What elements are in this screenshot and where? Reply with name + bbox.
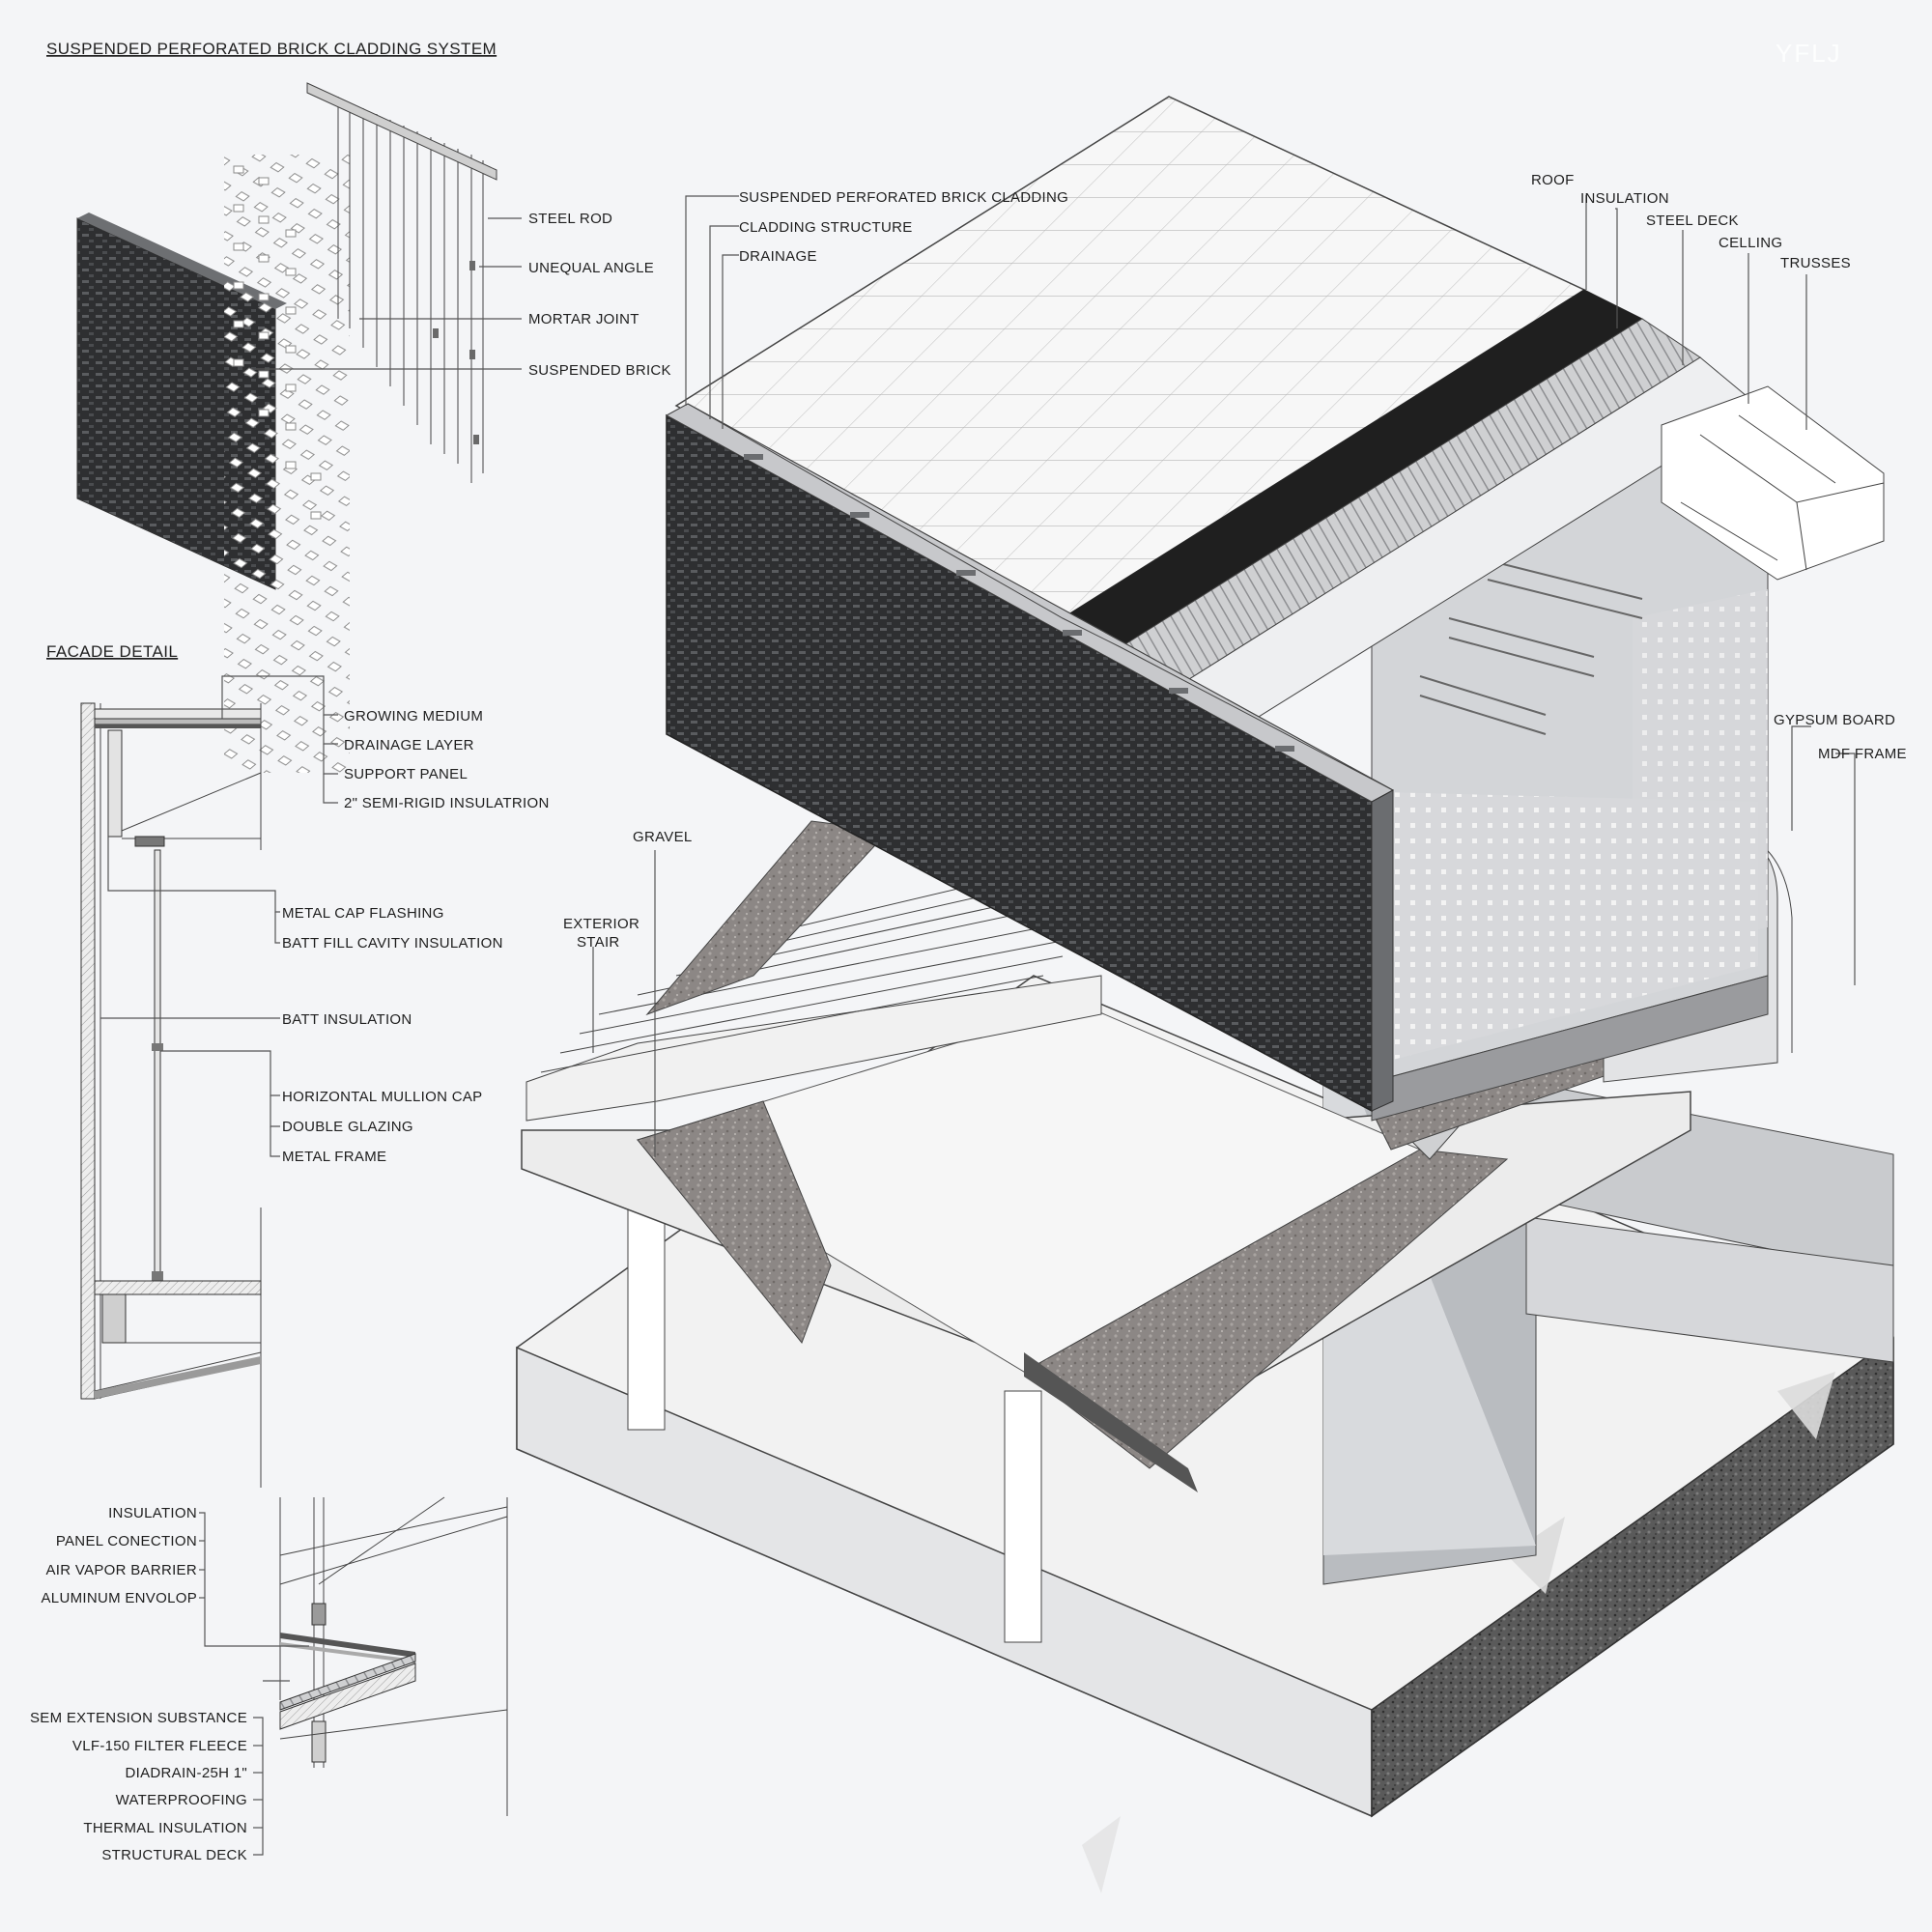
label-cladding-structure: CLADDING STRUCTURE xyxy=(739,219,913,236)
facade-floor-slab xyxy=(94,1280,262,1295)
column-mid xyxy=(1004,1390,1042,1643)
label-mortar-joint: MORTAR JOINT xyxy=(528,311,639,327)
label-growing-medium: GROWING MEDIUM xyxy=(344,708,483,724)
angle-clips xyxy=(433,261,479,444)
label-unequal-angle: UNEQUAL ANGLE xyxy=(528,260,654,276)
axonometric-model: SUSPENDED PERFORATED BRICK CLADDING CLAD… xyxy=(516,96,1907,1893)
label-sem-extension-substance: SEM EXTENSION SUBSTANCE xyxy=(30,1710,247,1726)
label-support-panel: SUPPORT PANEL xyxy=(344,766,468,782)
label-metal-cap-flashing: METAL CAP FLASHING xyxy=(282,905,444,922)
label-structural-deck: STRUCTURAL DECK xyxy=(101,1847,247,1863)
label-aluminum-envolop: ALUMINUM ENVOLOP xyxy=(42,1590,198,1606)
label-roof-insulation: INSULATION xyxy=(108,1505,197,1521)
label-trusses: TRUSSES xyxy=(1780,255,1851,271)
label-double-glazing: DOUBLE GLAZING xyxy=(282,1119,413,1135)
label-stair: STAIR xyxy=(577,934,620,951)
label-roof: ROOF xyxy=(1531,172,1575,188)
cladding-system-diagram: SUSPENDED PERFORATED BRICK CLADDING SYST… xyxy=(46,40,671,773)
label-batt-fill-cavity-insulation: BATT FILL CAVITY INSULATION xyxy=(282,935,503,952)
label-gravel: GRAVEL xyxy=(633,829,693,845)
label-thermal-insulation: THERMAL INSULATION xyxy=(83,1820,247,1836)
exploded-brick-rows xyxy=(233,165,322,520)
label-horizontal-mullion-cap: HORIZONTAL MULLION CAP xyxy=(282,1089,482,1105)
label-air-vapor-barrier: AIR VAPOR BARRIER xyxy=(45,1562,197,1578)
facade-detail-title: FACADE DETAIL xyxy=(46,642,178,661)
label-batt-insulation: BATT INSULATION xyxy=(282,1011,412,1028)
label-panel-conection: PANEL CONECTION xyxy=(56,1533,197,1549)
label-steel-rod: STEEL ROD xyxy=(528,211,612,227)
roof-trusses xyxy=(1661,385,1885,581)
label-semi-rigid-insulation: 2" SEMI-RIGID INSULATRION xyxy=(344,795,550,811)
roof-detail-diagram: INSULATION PANEL CONECTION AIR VAPOR BAR… xyxy=(30,1496,508,1863)
exterior-stair xyxy=(526,975,1102,1122)
facade-brick-column xyxy=(80,702,96,1400)
label-diadrain: DIADRAIN-25H 1" xyxy=(125,1765,247,1781)
gravel-right xyxy=(1023,1149,1509,1469)
label-roof-insulation-layer: INSULATION xyxy=(1580,190,1669,207)
top-angle-bar xyxy=(306,82,497,181)
roof-detail-leaders xyxy=(199,1512,309,1856)
label-drainage: DRAINAGE xyxy=(739,248,817,265)
label-suspended-brick: SUSPENDED BRICK xyxy=(528,362,671,379)
cladding-leaders xyxy=(256,217,522,370)
ground-earth-side xyxy=(1371,1336,1894,1818)
roof-detail-deck xyxy=(279,1662,416,1730)
label-steel-deck: STEEL DECK xyxy=(1646,213,1739,229)
gravel-ramp xyxy=(645,820,891,1016)
facade-i-beam xyxy=(101,1293,127,1344)
interior-trusses xyxy=(1419,559,1643,735)
label-suspended-perforated-brick-cladding: SUSPENDED PERFORATED BRICK CLADDING xyxy=(739,189,1068,206)
facade-leaders xyxy=(100,675,338,1157)
label-drainage-layer: DRAINAGE LAYER xyxy=(344,737,474,753)
lower-shelf-2 xyxy=(1525,1216,1894,1363)
label-metal-frame: METAL FRAME xyxy=(282,1149,386,1165)
gravel-left xyxy=(637,1100,832,1344)
label-celling: CELLING xyxy=(1719,235,1782,251)
facade-roof-layers xyxy=(94,708,262,720)
label-exterior: EXTERIOR xyxy=(563,916,639,932)
axonometric-leaders xyxy=(592,195,1856,1157)
label-vlf-filter-fleece: VLF-150 FILTER FLEECE xyxy=(72,1738,247,1754)
label-waterproofing: WATERPROOFING xyxy=(116,1792,247,1808)
truss-webs xyxy=(1680,414,1885,571)
watermark-text: YFLJ xyxy=(1776,39,1842,68)
label-gypsum-board: GYPSUM BOARD xyxy=(1774,712,1895,728)
label-mdf-frame: MDF FRAME xyxy=(1818,746,1907,762)
cladding-system-title: SUSPENDED PERFORATED BRICK CLADDING SYST… xyxy=(46,40,497,58)
roof-detail-i-beam xyxy=(311,1720,327,1763)
facade-detail-diagram: FACADE DETAIL GROWING ME xyxy=(46,642,550,1488)
facade-glazing xyxy=(154,849,161,1276)
drainage-clips xyxy=(744,454,1294,752)
